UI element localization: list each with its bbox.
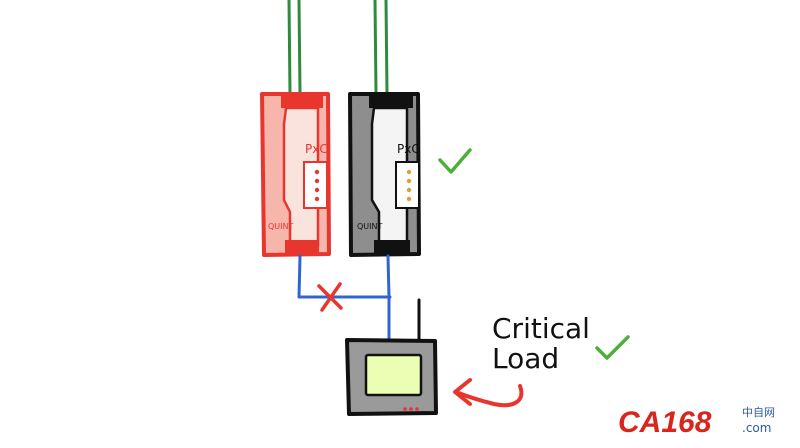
working-unit-inner-outline — [370, 106, 409, 248]
load-led — [415, 407, 419, 411]
power-supply-failed: PxC QUINT — [260, 92, 331, 257]
critical-load-check-icon — [595, 335, 630, 360]
failed-unit-model: QUINT — [268, 222, 293, 231]
failed-unit-led — [314, 187, 320, 193]
ac-input-wires — [287, 0, 389, 95]
working-unit-led — [406, 178, 412, 184]
failed-unit-top-terminal — [281, 96, 323, 108]
ac-wire-black-right — [384, 0, 389, 95]
working-unit-check-icon — [438, 148, 472, 174]
dc-output-wires — [297, 254, 392, 340]
failed-unit-inner-outline — [282, 106, 320, 248]
watermark-sub1: 中自网 — [742, 406, 775, 419]
ac-wire-black-left — [373, 0, 378, 95]
working-unit-led — [406, 169, 412, 175]
ac-wire-red-right — [297, 0, 302, 95]
working-unit-top-terminal — [369, 96, 413, 108]
watermark-sub2: .com — [742, 421, 771, 435]
watermark-main: CA168 — [618, 406, 712, 439]
load-pointer-arrow-icon — [453, 378, 524, 408]
load-screen — [364, 353, 423, 397]
failed-unit-brand: PxC — [305, 142, 328, 156]
power-supply-working: PxC QUINT — [348, 92, 421, 257]
load-led — [403, 407, 407, 411]
working-unit-model: QUINT — [357, 222, 382, 231]
working-unit-led-panel — [395, 161, 420, 209]
failed-unit-led — [314, 169, 320, 175]
critical-load-label-line1: Critical — [492, 312, 590, 345]
critical-load-device — [345, 298, 438, 416]
load-led — [409, 407, 413, 411]
failed-path-cross-icon — [317, 282, 343, 312]
failed-unit-led-panel — [303, 161, 328, 209]
working-unit-brand: PxC — [397, 142, 420, 156]
working-unit-led — [406, 196, 412, 202]
dc-wire-from-working — [386, 254, 391, 340]
failed-unit-bottom-terminal — [285, 240, 319, 253]
ac-wire-red-left — [287, 0, 292, 95]
failed-unit-led — [314, 196, 320, 202]
critical-load-label-line2: Load — [492, 342, 559, 375]
working-unit-led — [406, 187, 412, 193]
working-unit-bottom-terminal — [374, 240, 410, 253]
watermark-logo: CA168 中自网 .com — [618, 406, 775, 439]
dc-wire-from-failed — [297, 254, 392, 299]
failed-unit-led — [314, 178, 320, 184]
